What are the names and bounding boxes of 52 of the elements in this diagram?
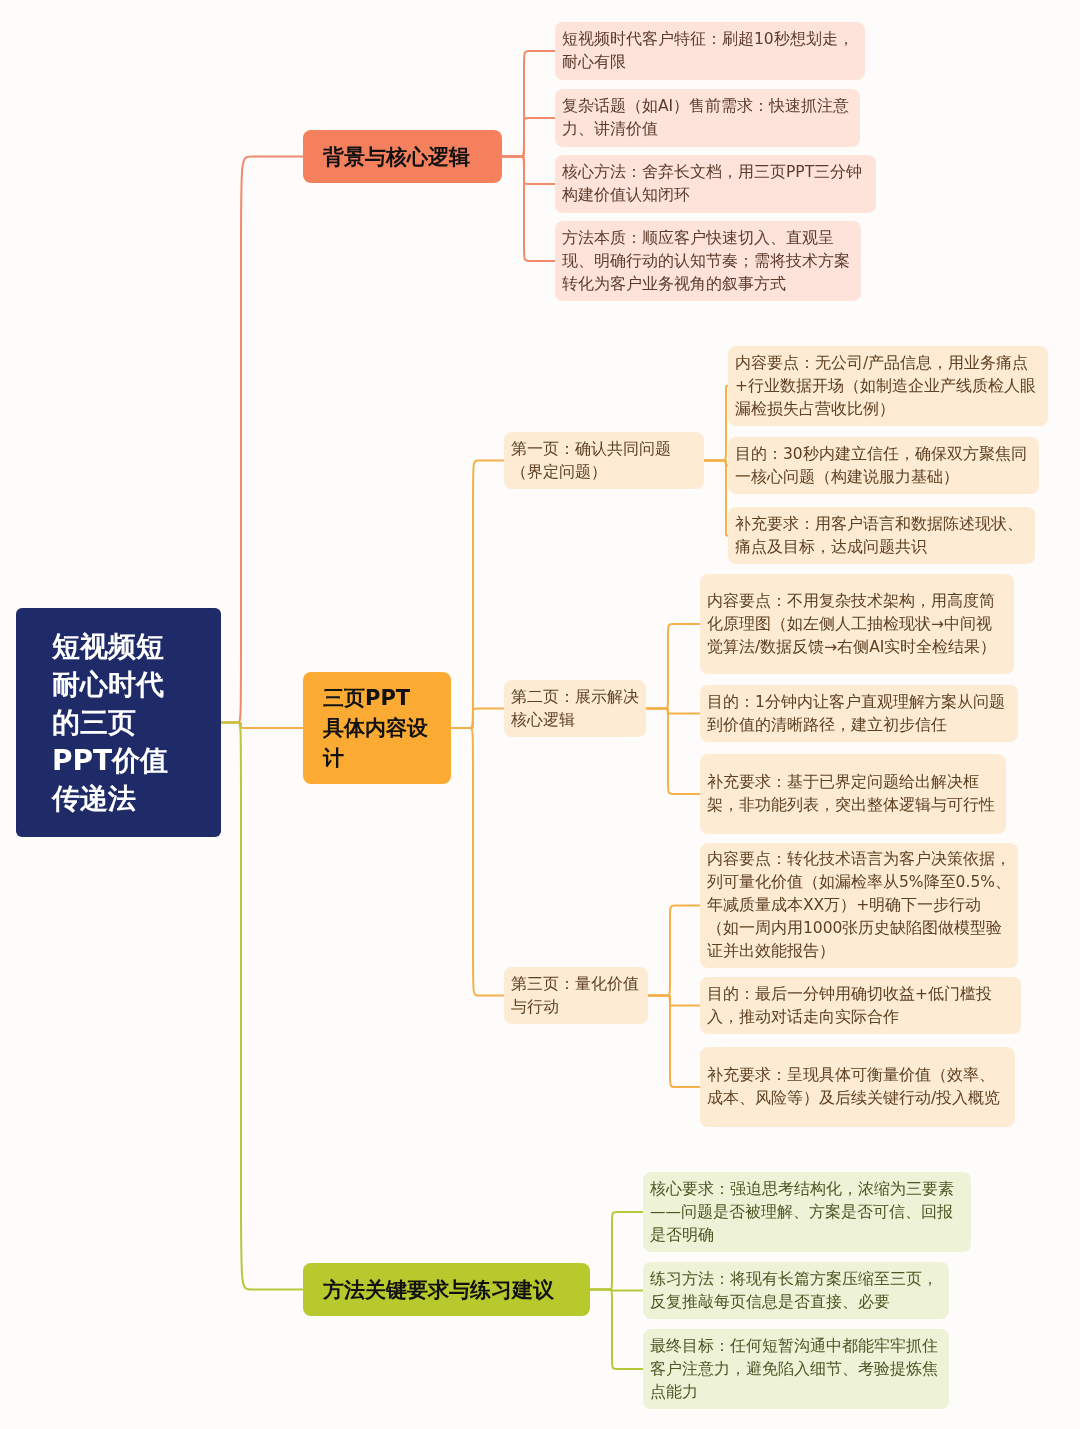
topic-text: 方法关键要求与练习建议: [323, 1276, 555, 1304]
subtopic-box: [700, 1047, 1015, 1127]
topic-text: 练习方法：将现有长篇方案压缩至三页，反复推敲每页信息是否直接、必要: [650, 1268, 939, 1313]
subtopic-box: [555, 221, 861, 301]
topic-text: 背景与核心逻辑: [323, 143, 471, 171]
connector-line: [645, 707, 701, 795]
topic-text: 复杂话题（如AI）售前需求：快速抓注意力、讲清价值: [562, 96, 851, 140]
subtopic-box: [700, 977, 1021, 1034]
subtopic-box: [504, 680, 646, 737]
subtopic-box: [728, 507, 1035, 564]
topic-text: 目的：最后一分钟用确切收益+低门槛投入，推动对话走向实际合作: [707, 983, 993, 1028]
subtopic-box: [700, 754, 1006, 834]
connector-line: [220, 721, 304, 1291]
topic-text: 短视频时代客户特征：刷超10秒想划走，耐心有限: [562, 29, 855, 73]
subtopic-box: [555, 22, 865, 80]
branch-topic-box: [303, 130, 502, 183]
topic-text: 短视频短耐心时代的三页PPT价值传递法: [52, 628, 170, 817]
connector-line: [647, 994, 701, 1088]
subtopic-box: [700, 574, 1014, 674]
topic-text: 内容要点：无公司/产品信息，用业务痛点+行业数据开场（如制造企业产线质检人眼漏检损失占营收比例）: [735, 352, 1037, 420]
branch-topic-box: [303, 672, 451, 784]
topic-text: 补充要求：基于已界定问题给出解决框架，非功能列表，突出整体逻辑与可行性: [707, 772, 996, 816]
subtopic-box: [555, 155, 876, 213]
branch-topic-box: [303, 1263, 590, 1316]
subtopic-box: [728, 437, 1039, 494]
topic-text: 第二页：展示解决核心逻辑: [511, 686, 639, 731]
connector-line: [703, 459, 729, 537]
subtopic-box: [643, 1172, 971, 1252]
topic-text: 核心要求：强迫思考结构化，浓缩为三要素——问题是否被理解、方案是否可信、回报是否明确: [650, 1178, 955, 1246]
subtopic-box: [504, 432, 704, 489]
connector-line: [501, 155, 556, 262]
topic-text: 目的：30秒内建立信任，确保双方聚焦同一核心问题（构建说服力基础）: [735, 443, 1028, 488]
subtopic-box: [728, 346, 1048, 426]
topic-text: 三页PPT具体内容设计: [323, 685, 429, 772]
subtopic-box: [555, 89, 860, 147]
topic-text: 补充要求：呈现具体可衡量价值（效率、成本、风险等）及后续关键行动/投入概览: [707, 1065, 1002, 1109]
topic-text: 内容要点：不用复杂技术架构，用高度简化原理图（如左侧人工抽检现状→中间视觉算法/数据反馈→右侧AI实时全检结果）: [707, 590, 998, 658]
subtopic-box: [504, 967, 648, 1024]
topic-text: 核心方法：舍弃长文档，用三页PPT三分钟构建价值认知闭环: [562, 162, 864, 206]
connector-line: [589, 1288, 644, 1370]
topic-text: 内容要点：转化技术语言为客户决策依据，列可量化价值（如漏检率从5%降至0.5%、年减质量成本XX万）+明确下一步行动（如一周内用1000张历史缺陷图做模型验证并出效能报告）: [707, 849, 1011, 962]
topic-text: 补充要求：用客户语言和数据陈述现状、痛点及目标，达成问题共识: [735, 513, 1024, 558]
topic-text: 第三页：量化价值与行动: [511, 973, 640, 1018]
subtopic-box: [700, 685, 1018, 742]
subtopic-box: [643, 1329, 949, 1409]
topic-text: 第一页：确认共同问题（界定问题）: [511, 438, 672, 483]
topic-text: 最终目标：任何短暂沟通中都能牢牢抓住客户注意力，避免陷入细节、考验提炼焦点能力: [650, 1335, 939, 1403]
central-topic-box: [16, 608, 221, 837]
subtopic-box: [643, 1262, 949, 1319]
connector-line: [450, 727, 505, 997]
topic-text: 目的：1分钟内让客户直观理解方案从问题到价值的清晰路径，建立初步信任: [707, 691, 1006, 736]
topic-text: 方法本质：顺应客户快速切入、直观呈现、明确行动的认知节奏；需将技术方案转化为客户业务视角的叙事方式: [562, 227, 851, 295]
